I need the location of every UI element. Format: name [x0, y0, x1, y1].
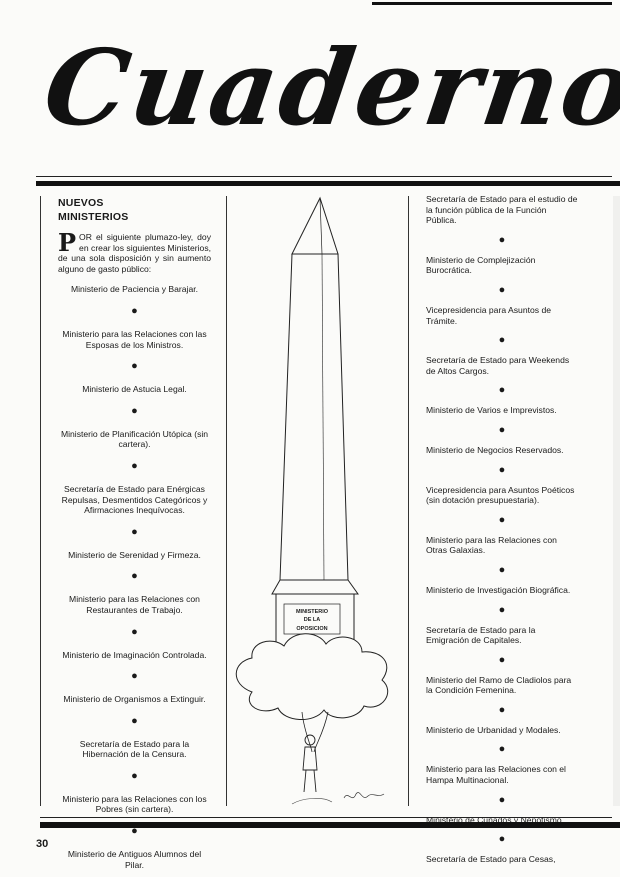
bullet-icon: ● — [131, 769, 138, 782]
intro-text: OR el siguiente plumazo-ley, doy en crea… — [58, 232, 211, 274]
bullet-icon: ● — [498, 793, 506, 806]
bullet-icon: ● — [131, 304, 138, 317]
bullet-icon: ● — [131, 525, 138, 538]
right-item: Vicepresidencia para Asuntos de Trámite. — [426, 304, 552, 326]
thought-cloud — [235, 633, 389, 720]
left-item: Ministerio de Serenidad y Firmeza. — [68, 549, 201, 560]
left-ministry-list: Ministerio de Paciencia y Barajar. ● Minis… — [58, 284, 211, 877]
left-item: Ministerio de Imaginación Controlada. — [62, 649, 207, 660]
obelisk-illustration: MINISTERIO DE LA OPOSICION — [232, 192, 404, 812]
masthead-title: Cuaderno inte — [37, 26, 620, 149]
artist-signature — [343, 792, 385, 799]
right-item: Ministerio de Varios e Imprevistos. — [426, 405, 557, 416]
top-rule — [372, 2, 612, 5]
right-edge-strip — [613, 196, 620, 806]
bullet-icon: ● — [131, 670, 138, 683]
bullet-icon: ● — [131, 360, 138, 373]
column-rule-middle-right — [408, 196, 409, 806]
left-item: Ministerio de Planificación Utópica (sin… — [60, 428, 209, 450]
right-item: Ministerio del Ramo de Cladiolos para la… — [426, 674, 572, 696]
right-item: Secretaría de Estado para Cesas, — [426, 854, 556, 865]
bullet-icon: ● — [131, 714, 138, 727]
bullet-icon: ● — [498, 563, 506, 576]
left-item: Secretaría de Estado para la Hibernación… — [79, 738, 190, 760]
bullet-icon: ● — [498, 833, 506, 846]
right-item: Vicepresidencia para Asuntos Poéticos (s… — [426, 484, 575, 506]
figure-head — [304, 734, 316, 746]
drop-cap: P — [58, 228, 77, 257]
left-item: Ministerio de Astucia Legal. — [82, 384, 187, 395]
right-item: Ministerio de Negocios Reservados. — [426, 444, 564, 455]
obelisk-tip — [291, 196, 339, 255]
footer-rule-thin — [40, 817, 612, 818]
bullet-icon: ● — [131, 825, 138, 838]
right-item: Secretaría de Estado para Weekends de Al… — [426, 355, 570, 376]
right-item: Secretaría de Estado para la Emigración … — [426, 624, 536, 646]
plaque-line-2: DE LA — [304, 617, 321, 623]
bullet-icon: ● — [498, 703, 506, 716]
bullet-icon: ● — [131, 625, 138, 638]
bullet-icon: ● — [498, 743, 506, 756]
bullet-icon: ● — [498, 603, 506, 616]
plaque-line-1: MINISTERIO — [296, 609, 329, 615]
left-item: Ministerio para las Relaciones con las E… — [62, 328, 207, 350]
obelisk-shaft — [279, 253, 349, 581]
left-item: Secretaría de Estado para Enérgicas Repu… — [61, 483, 208, 516]
right-item: Ministerio para las Relaciones con el Ha… — [426, 764, 566, 786]
heading-line-1: NUEVOS — [58, 197, 104, 209]
bullet-icon: ● — [498, 334, 506, 347]
left-item: Ministerio de Paciencia y Barajar. — [70, 284, 199, 295]
right-item: Ministerio de Complejización Burocrática… — [426, 254, 536, 276]
bullet-icon: ● — [498, 653, 506, 666]
section-heading: NUEVOS MINISTERIOS — [58, 196, 211, 224]
right-ministry-list: Secretaría de Estado para el estudio de … — [426, 194, 578, 865]
left-item: Ministerio para las Relaciones con los P… — [62, 793, 207, 815]
left-item: Ministerio para las Relaciones con Resta… — [69, 594, 200, 615]
figure-body — [302, 746, 318, 771]
header-rule-thin — [36, 176, 612, 177]
right-item: Ministerio para las Relaciones con Otras… — [426, 534, 557, 556]
right-item: Secretaría de Estado para el estudio de … — [426, 194, 578, 226]
plaque-line-3: OPOSICION — [296, 626, 327, 632]
page-number: 30 — [36, 838, 49, 850]
footer-rule-thick — [40, 822, 620, 828]
bullet-icon: ● — [498, 384, 506, 397]
bullet-icon: ● — [498, 283, 506, 296]
right-column: Secretaría de Estado para el estudio de … — [426, 194, 578, 865]
column-rule-left — [40, 196, 41, 806]
right-item: Ministerio de Urbanidad y Modales. — [426, 724, 561, 735]
obelisk-drawing: MINISTERIO DE LA OPOSICION — [235, 196, 389, 805]
header-rule-thick — [36, 181, 620, 186]
obelisk-base-step — [271, 579, 359, 595]
heading-line-2: MINISTERIOS — [58, 211, 129, 223]
bullet-icon: ● — [131, 459, 138, 472]
right-item: Ministerio de Cuñados y Nepotismo. — [426, 814, 565, 825]
bullet-icon: ● — [498, 423, 506, 436]
bullet-icon: ● — [498, 463, 506, 476]
bullet-icon: ● — [498, 513, 506, 526]
left-item: Ministerio de Organismos a Extinguir. — [63, 694, 206, 705]
left-item: Ministerio de Antiguos Alumnos del Pilar… — [67, 849, 202, 870]
bullet-icon: ● — [498, 233, 506, 246]
right-item: Ministerio de Investigación Biográfica. — [426, 584, 571, 595]
bullet-icon: ● — [131, 404, 138, 417]
column-rule-middle-left — [226, 196, 227, 806]
bullet-icon: ● — [131, 570, 138, 583]
